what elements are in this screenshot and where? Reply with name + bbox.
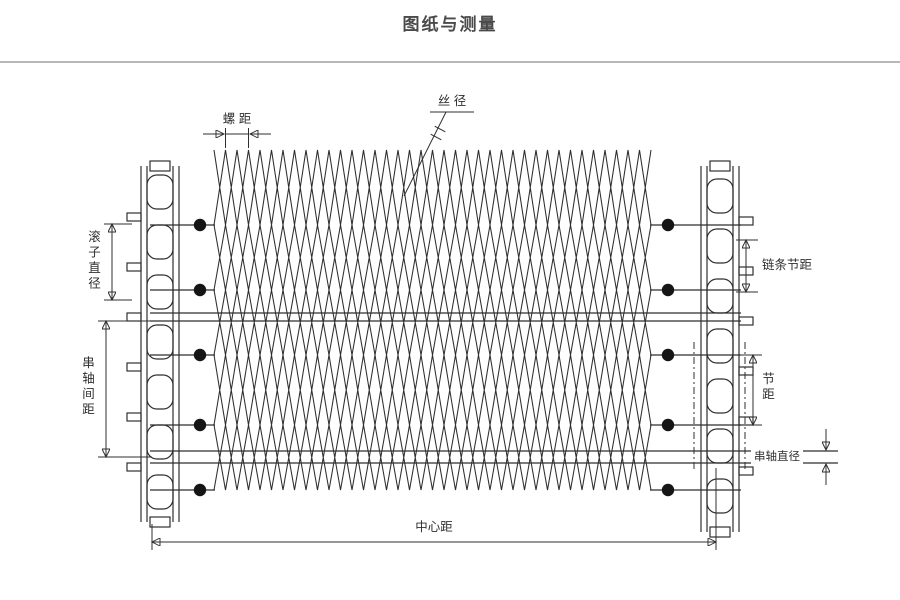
dim-screw-pitch: [203, 128, 271, 148]
dim-roller-diameter: [104, 224, 132, 300]
wire-mesh-belt: [213, 149, 652, 491]
label-chain-pitch: 链条节距: [762, 258, 813, 272]
dim-mesh-pitch: [693, 342, 762, 472]
rod-end-dots: [193, 218, 675, 497]
dim-chain-pitch: [736, 240, 758, 292]
label-shaft-diameter: 串轴直径: [751, 450, 803, 464]
dim-center-distance: [152, 468, 716, 550]
page-title: 图纸与测量: [402, 15, 498, 34]
label-screw-pitch: 螺 距: [222, 112, 252, 126]
label-wire-diameter: 丝 径: [437, 94, 467, 108]
title-divider: [0, 61, 900, 63]
label-mesh-pitch: 节距: [760, 372, 774, 403]
right-roller-chain: [700, 160, 754, 538]
label-roller-diameter: 滚子直径: [86, 230, 100, 292]
left-roller-chain: [126, 160, 180, 528]
dim-wire-diameter-leader: [403, 111, 474, 197]
label-shaft-spacing: 串轴间距: [80, 356, 94, 418]
dim-shaft-spacing: [98, 321, 152, 457]
label-center-distance: 中心距: [415, 520, 453, 534]
